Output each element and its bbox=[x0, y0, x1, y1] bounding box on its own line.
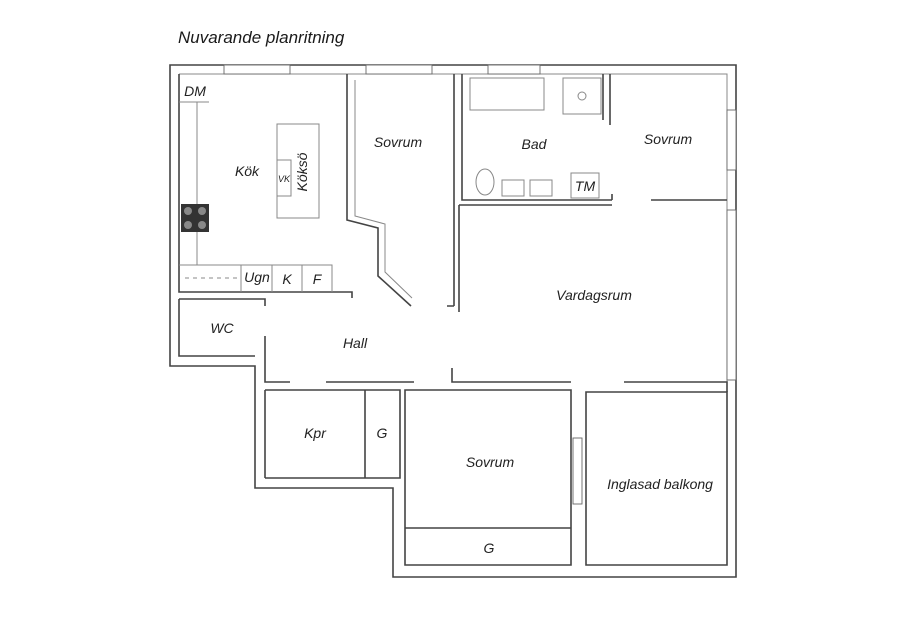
room-label-sovrum-1: Sovrum bbox=[374, 134, 423, 150]
window bbox=[487, 64, 541, 75]
window bbox=[365, 64, 433, 75]
bedroom1-wall bbox=[346, 74, 455, 307]
room-label-sovrum-2: Sovrum bbox=[644, 131, 693, 147]
room-label-wc: WC bbox=[210, 320, 234, 336]
sink-icon-2 bbox=[529, 179, 553, 197]
closet-wall bbox=[264, 389, 401, 479]
shower-icon bbox=[562, 77, 602, 115]
kitchen-wall bbox=[178, 74, 353, 298]
room-label-kpr: Kpr bbox=[304, 425, 327, 441]
room-label-inglasad-balkong: Inglasad balkong bbox=[607, 476, 713, 492]
wc-wall bbox=[178, 298, 266, 357]
room-label-hall: Hall bbox=[343, 335, 368, 351]
room-label-bad: Bad bbox=[522, 136, 548, 152]
bedroom1-inner bbox=[354, 80, 413, 299]
window bbox=[726, 109, 737, 171]
living-wall bbox=[458, 204, 728, 392]
room-label-ugn: Ugn bbox=[244, 269, 270, 285]
room-label-k: K bbox=[282, 271, 292, 287]
hall-wall bbox=[264, 336, 571, 383]
bathroom-wall bbox=[461, 74, 613, 201]
balcony-wall bbox=[585, 391, 728, 566]
bathtub-icon bbox=[469, 77, 545, 111]
toilet-icon bbox=[475, 168, 495, 196]
room-label-kokso: Köksö bbox=[294, 152, 310, 191]
room-label-vk: VK bbox=[278, 174, 291, 184]
room-label-f: F bbox=[313, 271, 323, 287]
room-label-dm: DM bbox=[184, 83, 206, 99]
room-label-kok: Kök bbox=[235, 163, 260, 179]
room-label-vardagsrum: Vardagsrum bbox=[556, 287, 632, 303]
room-label-g-1: G bbox=[377, 425, 388, 441]
window bbox=[572, 437, 583, 505]
room-label-g-2: G bbox=[484, 540, 495, 556]
plan-title: Nuvarande planritning bbox=[178, 28, 345, 47]
sink-icon bbox=[501, 179, 525, 197]
vk-box bbox=[276, 159, 292, 197]
bedroom2-wall bbox=[609, 74, 727, 201]
kitchen-counter bbox=[179, 101, 333, 292]
room-label-sovrum-3: Sovrum bbox=[466, 454, 515, 470]
bedroom3-wall bbox=[404, 389, 572, 566]
outer-wall-inner bbox=[179, 73, 728, 382]
tm-box bbox=[570, 172, 600, 199]
room-label-tm: TM bbox=[575, 178, 596, 194]
window bbox=[726, 209, 737, 381]
window bbox=[223, 64, 291, 75]
